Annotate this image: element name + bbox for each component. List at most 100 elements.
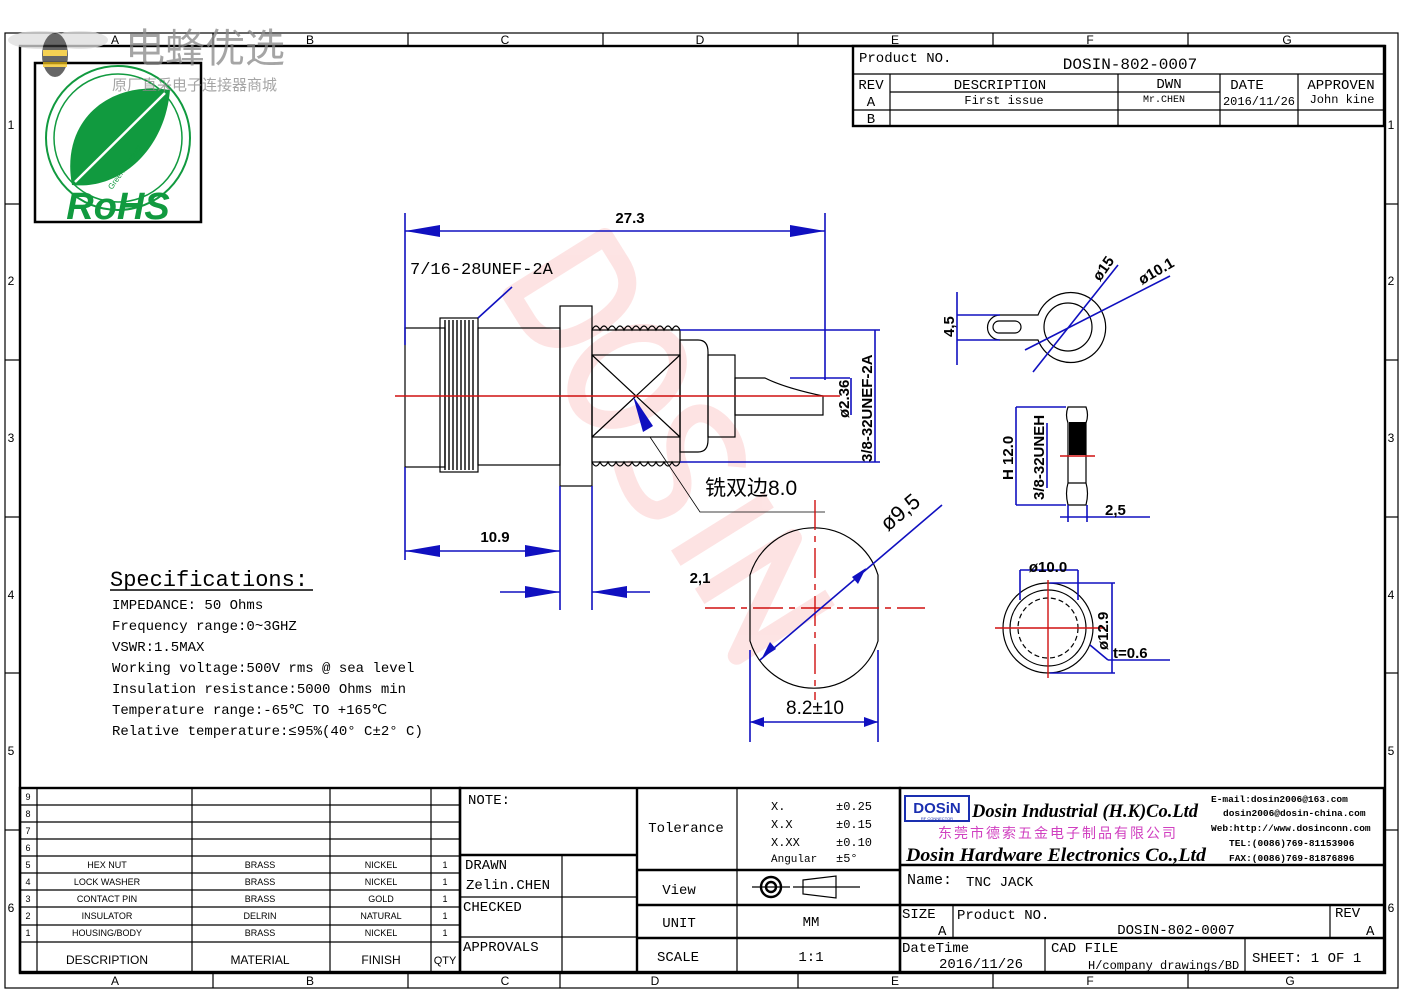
spec-line: Working voltage:500V rms @ sea level (112, 661, 414, 677)
bom-cell-finish: NICKEL (365, 877, 398, 887)
bom-cell-qty: 1 (442, 860, 447, 870)
row-label: 4 (8, 588, 15, 602)
overall-length-dim: 27.3 (615, 210, 644, 227)
pin-diameter-label: ø2.36 (836, 380, 853, 418)
bom-cell-material: BRASS (245, 928, 276, 938)
rohs-text: RoHS (66, 186, 169, 228)
col-label: E (891, 974, 899, 988)
row-label: 6 (1388, 901, 1395, 915)
spec-line: Temperature range:-65℃ TO +165℃ (112, 703, 387, 719)
front-thread-label: 7/16-28UNEF-2A (410, 261, 554, 280)
company-title-block: DOSiN RF CONNECTOR Dosin Industrial (H.K… (898, 786, 1386, 974)
bom-cell-qty: 1 (442, 928, 447, 938)
revision-block: Product NO. DOSIN-802-0007 REV DESCRIPTI… (851, 44, 1386, 128)
specifications: Specifications: IMPEDANCE: 50 Ohms Frequ… (110, 568, 423, 740)
connector-side-view (395, 305, 840, 487)
product-no-value: DOSIN-802-0007 (1117, 923, 1235, 939)
bom-cell-finish: NICKEL (365, 928, 398, 938)
bom-cell-no: 6 (25, 843, 30, 853)
bom-cell-qty: 1 (442, 894, 447, 904)
bom-header-description: DESCRIPTION (66, 953, 148, 967)
approvals-label: APPROVALS (463, 940, 539, 956)
milled-flats-note: 铣双边8.0 (705, 477, 797, 500)
washer-outer-dia: ø15 (1089, 253, 1118, 284)
bom-header-material: MATERIAL (230, 953, 289, 967)
spec-line: VSWR:1.5MAX (112, 640, 205, 656)
star-washer-view: ø10.0 ø12.9 t=0.6 (995, 559, 1170, 678)
tol-value: ±0.15 (836, 818, 872, 832)
bom-cell-no: 5 (25, 860, 30, 870)
bee-icon (8, 31, 108, 77)
section-diameter-dim: ø9,5 (875, 488, 925, 535)
rear-thread-label: 3/8-32UNEF-2A (859, 354, 876, 462)
nut-height-dim: H 12.0 (1000, 436, 1017, 480)
projection-symbol-icon (752, 875, 860, 899)
bom-cell-no: 7 (25, 826, 30, 836)
star-inner-dia: ø10.0 (1029, 559, 1067, 576)
cad-file-path: H/company drawings/BD (1088, 959, 1239, 973)
bom-cell-description: HOUSING/BODY (72, 928, 142, 938)
main-dimensions: 27.3 7/16-28UNEF-2A 3/8-32UNEF-2A ø2.36 … (404, 210, 880, 610)
tolerance-label: Tolerance (648, 821, 724, 837)
col-label: B (306, 974, 314, 988)
tol-format: Angular (771, 854, 817, 866)
bom-cell-no: 2 (25, 911, 30, 921)
tol-format: X. (771, 800, 785, 814)
watermark-subtitle: 原厂直采电子连接器商城 (112, 77, 277, 94)
drawn-by: Zelin.CHEN (466, 878, 550, 894)
row-label: 3 (8, 431, 15, 445)
company-name-cn: 东莞市德索五金电子制品有限公司 (938, 825, 1178, 841)
spec-line: Relative temperature:≤95%(40° C±2° C) (112, 724, 423, 740)
nut-thickness-dim: 2,5 (1105, 502, 1126, 519)
approven-header: APPROVEN (1307, 78, 1374, 94)
dosin-logo: DOSiN RF CONNECTOR (904, 795, 970, 822)
bom-cell-finish: GOLD (368, 894, 394, 904)
spec-line: Frequency range:0~3GHZ (112, 619, 297, 635)
note-label: NOTE: (468, 793, 510, 809)
spec-line: Insulation resistance:5000 Ohms min (112, 682, 406, 698)
unit-label: UNIT (662, 916, 696, 932)
washer-width-dim: 4,5 (941, 316, 958, 337)
diagonal-watermark (502, 228, 835, 665)
part-name: TNC JACK (966, 875, 1034, 891)
unit-value: MM (803, 915, 820, 931)
bom-cell-description: HEX NUT (87, 860, 127, 870)
checked-label: CHECKED (463, 900, 522, 916)
date-header: DATE (1230, 78, 1264, 94)
dwn-header: DWN (1156, 77, 1181, 93)
rev-dwn: Mr.CHEN (1143, 95, 1185, 106)
dosin-logo-sub: RF CONNECTOR (921, 816, 953, 821)
bom-cell-description: CONTACT PIN (77, 894, 137, 904)
approval-block: NOTE: DRAWN Zelin.CHEN CHECKED APPROVALS… (458, 786, 902, 974)
lock-washer-view: 4,5 ø15 ø10.1 (941, 253, 1177, 373)
contact-email-2: dosin2006@dosin-china.com (1223, 808, 1366, 819)
star-thickness: t=0.6 (1113, 645, 1148, 662)
size-value: A (938, 924, 947, 940)
hex-nut-view: H 12.0 3/8-32UNEH 2,5 (1000, 406, 1150, 522)
product-no-label: Product NO. (859, 51, 951, 67)
tol-format: X.X (771, 818, 793, 832)
bom-cell-no: 9 (25, 792, 30, 802)
company-name-hardware: Dosin Hardware Electronics Co.,Ltd (905, 845, 1207, 866)
name-label: Name: (907, 872, 952, 889)
bom-cell-material: DELRIN (243, 911, 276, 921)
row-label: 1 (8, 118, 15, 132)
specifications-title: Specifications: (110, 568, 308, 593)
size-label: SIZE (902, 907, 936, 923)
bom-cell-qty: 1 (442, 877, 447, 887)
drawn-label: DRAWN (465, 858, 507, 874)
bom-header-qty: QTY (434, 955, 457, 967)
bom-cell-no: 4 (25, 877, 30, 887)
col-label: C (501, 33, 510, 47)
col-label: G (1282, 33, 1291, 47)
rev-approven: John kine (1310, 93, 1375, 107)
row-label: 2 (1388, 274, 1395, 288)
flat-width-dim: 8.2±10 (786, 698, 844, 719)
datetime-label: DateTime (902, 941, 969, 957)
bom-header-finish: FINISH (361, 953, 400, 967)
rev-description: First issue (964, 94, 1043, 108)
contact-fax: FAX:(0086)769-81876896 (1229, 853, 1355, 864)
row-label: 6 (8, 901, 15, 915)
